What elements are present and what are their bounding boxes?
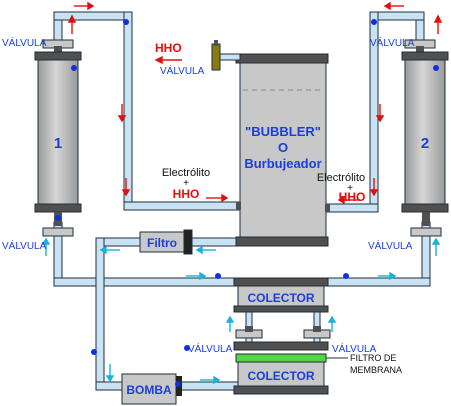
pipe [53,11,133,21]
valve-body [42,227,74,237]
collector-cap [233,305,329,313]
pump-body [121,373,177,405]
collector-valves [235,326,331,339]
electrolyte-left: Electrólito [162,167,210,179]
electrolyte-right: Electrólito [317,172,365,184]
collector-cap [233,277,329,287]
bubbler-cap-bottom [235,236,329,247]
valve-stem [214,40,218,46]
valve-label-collector-right: VÁLVULA [332,342,377,355]
cell-cap-bottom [34,203,82,213]
collector-bottom: COLECTOR [233,341,348,395]
bubbler-port-right [325,204,330,212]
flow-dot [184,345,190,351]
valve-label-top-left: VÁLVULA [2,36,47,49]
flow-dot [343,273,349,279]
collector-body [237,361,325,387]
pipe [95,237,105,391]
outlet-valve [211,40,241,71]
filter-label: Filtro [147,236,177,250]
valve-handle [416,46,424,54]
labels: VÁLVULA VÁLVULA VÁLVULA VÁLVULA VÁLVULA … [2,36,415,375]
flow-dot [71,65,77,71]
pipe [53,277,241,287]
pipe [95,381,123,391]
membrane-filter [235,353,327,363]
hho-right: HHO [339,190,366,204]
membrane-label-line2: MEMBRANA [350,365,402,375]
valve-handle [245,326,253,332]
bubbler: "BUBBLER" O Burbujeador [235,53,330,247]
flow-dot [371,19,377,25]
pump: BOMBA [121,373,182,405]
valve-brass [211,43,221,71]
valve-handle [313,326,321,332]
flow-dot [91,349,97,355]
collector-top-label: COLECTOR [247,291,314,305]
cell-cap-top [34,51,82,61]
cell-1: 1 [34,39,82,237]
membrane-label-line1: FILTRO DE [350,353,396,363]
cell-body [37,59,79,205]
pipe [123,201,241,211]
cell-2-label: 2 [421,135,429,152]
cell-2: 2 [401,39,449,237]
cell-cap-top [401,51,449,61]
plus-right: + [347,183,353,194]
flow-dot [55,215,61,221]
collector-bottom-label: COLECTOR [247,369,314,383]
valve-handle [54,46,62,54]
cyan-arrows [41,237,441,385]
flow-dot [175,381,181,387]
red-arrows [67,1,443,205]
filter: Filtro [139,229,193,255]
pipes [53,11,431,391]
bubbler-title: "BUBBLER" [245,124,321,139]
flow-dot [433,65,439,71]
valve-label-bottom-right: VÁLVULA [368,239,413,252]
bubbler-subtitle: O [278,140,288,155]
pipe [189,237,241,247]
collector-cap [233,385,329,395]
cell-1-label: 1 [54,135,62,152]
valve-label-bottom-left: VÁLVULA [2,239,47,252]
bubbler-port-left [236,202,241,210]
hho-outlet-label: HHO [155,41,182,55]
valve-body [410,227,442,237]
cell-cap-bottom [401,203,449,213]
collector-top: COLECTOR [233,277,329,313]
collector-cap [233,341,329,351]
pipe [325,277,431,287]
cell-body [404,59,446,205]
valve-label-collector-left: VÁLVULA [188,342,233,355]
valve-label-top-right: VÁLVULA [370,36,415,49]
pipe [325,203,379,213]
filter-connector [183,229,193,255]
bubbler-body [239,62,327,238]
pipe [219,53,241,61]
pipe [175,381,239,391]
plus-left: + [183,178,189,189]
flow-dot [123,19,129,25]
flow-dot [215,273,221,279]
bubbler-cap-top [235,53,329,64]
hho-left: HHO [173,187,200,201]
pump-label: BOMBA [126,383,172,397]
bubbler-name: Burbujeador [244,156,321,171]
valve-handle [422,212,430,226]
pipe [123,11,133,211]
valve-label-outlet: VÁLVULA [160,64,205,77]
flow-dots [55,19,439,387]
